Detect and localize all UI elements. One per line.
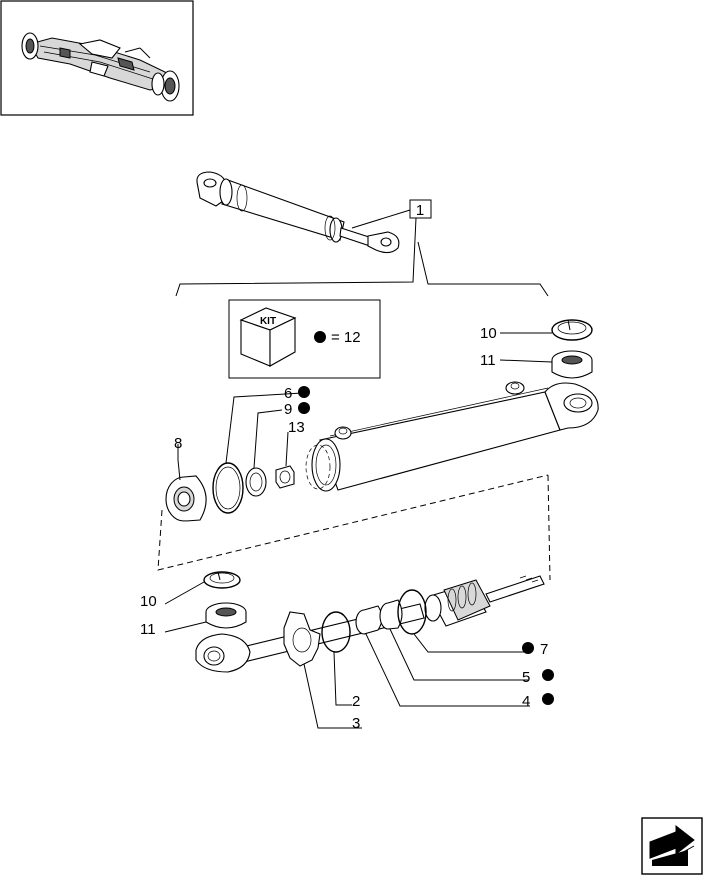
callout-5: 5 bbox=[522, 669, 530, 686]
leader-2 bbox=[333, 651, 352, 706]
cylinder-assembly-overview bbox=[196, 171, 400, 254]
kit-legend-text: = 12 bbox=[331, 329, 361, 346]
kit-legend-box: KIT = 12 bbox=[228, 299, 381, 379]
exploded-view-bracket bbox=[175, 217, 549, 297]
next-page-arrow-icon[interactable] bbox=[641, 817, 703, 875]
snap-ring-2 bbox=[321, 611, 351, 653]
bushing-upper bbox=[551, 350, 593, 379]
kit-dot-5 bbox=[542, 669, 554, 681]
bushing-lower bbox=[205, 602, 247, 629]
leader-3 bbox=[303, 663, 362, 729]
thumbnail-frame[interactable] bbox=[0, 0, 194, 116]
callout-10-upper: 10 bbox=[480, 325, 497, 342]
o-ring-7 bbox=[397, 589, 427, 635]
callout-6: 6 bbox=[284, 385, 292, 402]
callout-2: 2 bbox=[352, 693, 360, 710]
callout-1: 1 bbox=[416, 202, 424, 219]
callout-box-1 bbox=[409, 199, 432, 219]
backup-ring-9 bbox=[245, 467, 267, 497]
callout-13: 13 bbox=[288, 419, 305, 436]
circlip-lower bbox=[203, 571, 241, 589]
leader-1 bbox=[351, 209, 411, 229]
leader-7 bbox=[413, 633, 528, 653]
lock-washer-3 bbox=[283, 611, 321, 667]
kit-dot-6 bbox=[298, 386, 310, 398]
kit-cube-icon bbox=[239, 307, 297, 367]
leader-10-lower bbox=[164, 581, 205, 605]
leader-13 bbox=[285, 431, 289, 467]
kit-dot-7 bbox=[522, 642, 534, 654]
o-ring-6 bbox=[212, 462, 244, 514]
leader-11-upper bbox=[499, 359, 553, 363]
seal-4 bbox=[355, 605, 383, 635]
assembly-dashed-lines bbox=[157, 474, 551, 581]
leader-8 bbox=[177, 444, 181, 481]
callout-7: 7 bbox=[540, 641, 548, 658]
cylinder-barrel-exploded bbox=[305, 381, 599, 492]
circlip-upper bbox=[551, 319, 593, 341]
leader-6 bbox=[225, 392, 303, 464]
gland-head bbox=[165, 475, 207, 522]
kit-dot-4 bbox=[542, 693, 554, 705]
axle-thumbnail-image bbox=[21, 32, 180, 102]
callout-10-lower: 10 bbox=[140, 593, 157, 610]
callout-8: 8 bbox=[174, 435, 182, 452]
callout-11-lower: 11 bbox=[140, 621, 156, 638]
callout-9: 9 bbox=[284, 401, 292, 418]
leader-5 bbox=[389, 628, 528, 681]
callout-4: 4 bbox=[522, 693, 530, 710]
kit-dot-9 bbox=[298, 402, 310, 414]
leader-9 bbox=[253, 409, 283, 469]
leader-4 bbox=[365, 633, 530, 707]
kit-bullet-icon bbox=[314, 331, 326, 343]
callout-3: 3 bbox=[352, 715, 360, 732]
callout-11-upper: 11 bbox=[480, 352, 496, 369]
nut-13 bbox=[275, 465, 295, 489]
leader-11-lower bbox=[164, 621, 207, 633]
kit-label: KIT bbox=[260, 316, 276, 327]
